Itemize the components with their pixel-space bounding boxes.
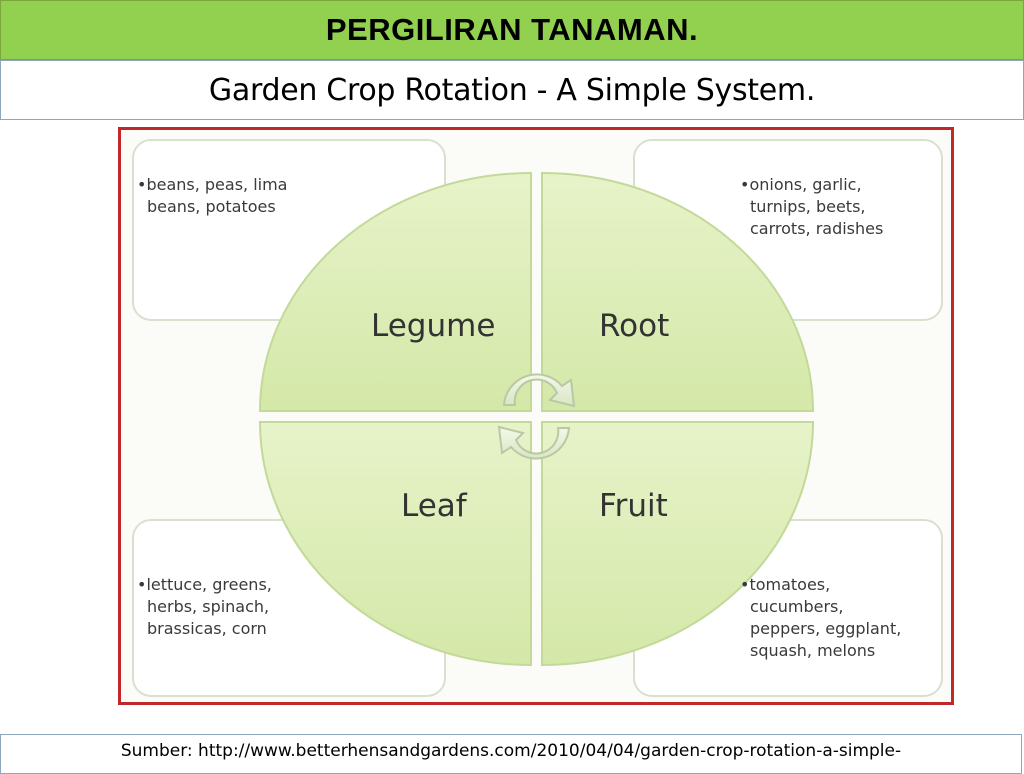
source-citation: Sumber: http://www.betterhensandgardens.… (120, 741, 902, 761)
root-items: •onions, garlic, turnips, beets, carrots… (740, 174, 883, 240)
leaf-segment (258, 421, 532, 667)
root-item: •onions, garlic, (740, 175, 862, 194)
leaf-item: herbs, spinach, (147, 597, 270, 616)
crop-rotation-figure: •beans, peas, lima beans, potatoes •onio… (118, 127, 954, 705)
root-item: turnips, beets, (750, 197, 866, 216)
legume-item: •beans, peas, lima (137, 175, 288, 194)
fruit-items: •tomatoes, cucumbers, peppers, eggplant,… (740, 574, 901, 662)
root-label: Root (599, 308, 670, 344)
fruit-item: cucumbers, (750, 597, 844, 616)
page-title: PERGILIRAN TANAMAN. (325, 12, 699, 47)
fruit-segment (541, 421, 815, 667)
page-subtitle: Garden Crop Rotation - A Simple System. (208, 72, 816, 108)
fruit-item: •tomatoes, (740, 575, 831, 594)
legume-items: •beans, peas, lima beans, potatoes (137, 174, 287, 218)
legume-item: beans, potatoes (147, 197, 276, 216)
leaf-label: Leaf (401, 488, 467, 524)
fruit-item: squash, melons (750, 641, 876, 660)
subtitle-bar: Garden Crop Rotation - A Simple System. (0, 60, 1024, 120)
root-item: carrots, radishes (750, 219, 884, 238)
leaf-items: •lettuce, greens, herbs, spinach, brassi… (137, 574, 272, 640)
title-bar: PERGILIRAN TANAMAN. (0, 0, 1024, 60)
legume-label: Legume (371, 308, 496, 344)
leaf-item: brassicas, corn (147, 619, 267, 638)
source-bar: Sumber: http://www.betterhensandgardens.… (0, 734, 1022, 774)
cycle-arrows-icon (497, 373, 576, 460)
leaf-item: •lettuce, greens, (137, 575, 272, 594)
fruit-label: Fruit (599, 488, 668, 524)
root-segment (541, 171, 815, 412)
legume-segment (258, 171, 532, 412)
fruit-item: peppers, eggplant, (750, 619, 902, 638)
crop-rotation-diagram (132, 139, 943, 697)
